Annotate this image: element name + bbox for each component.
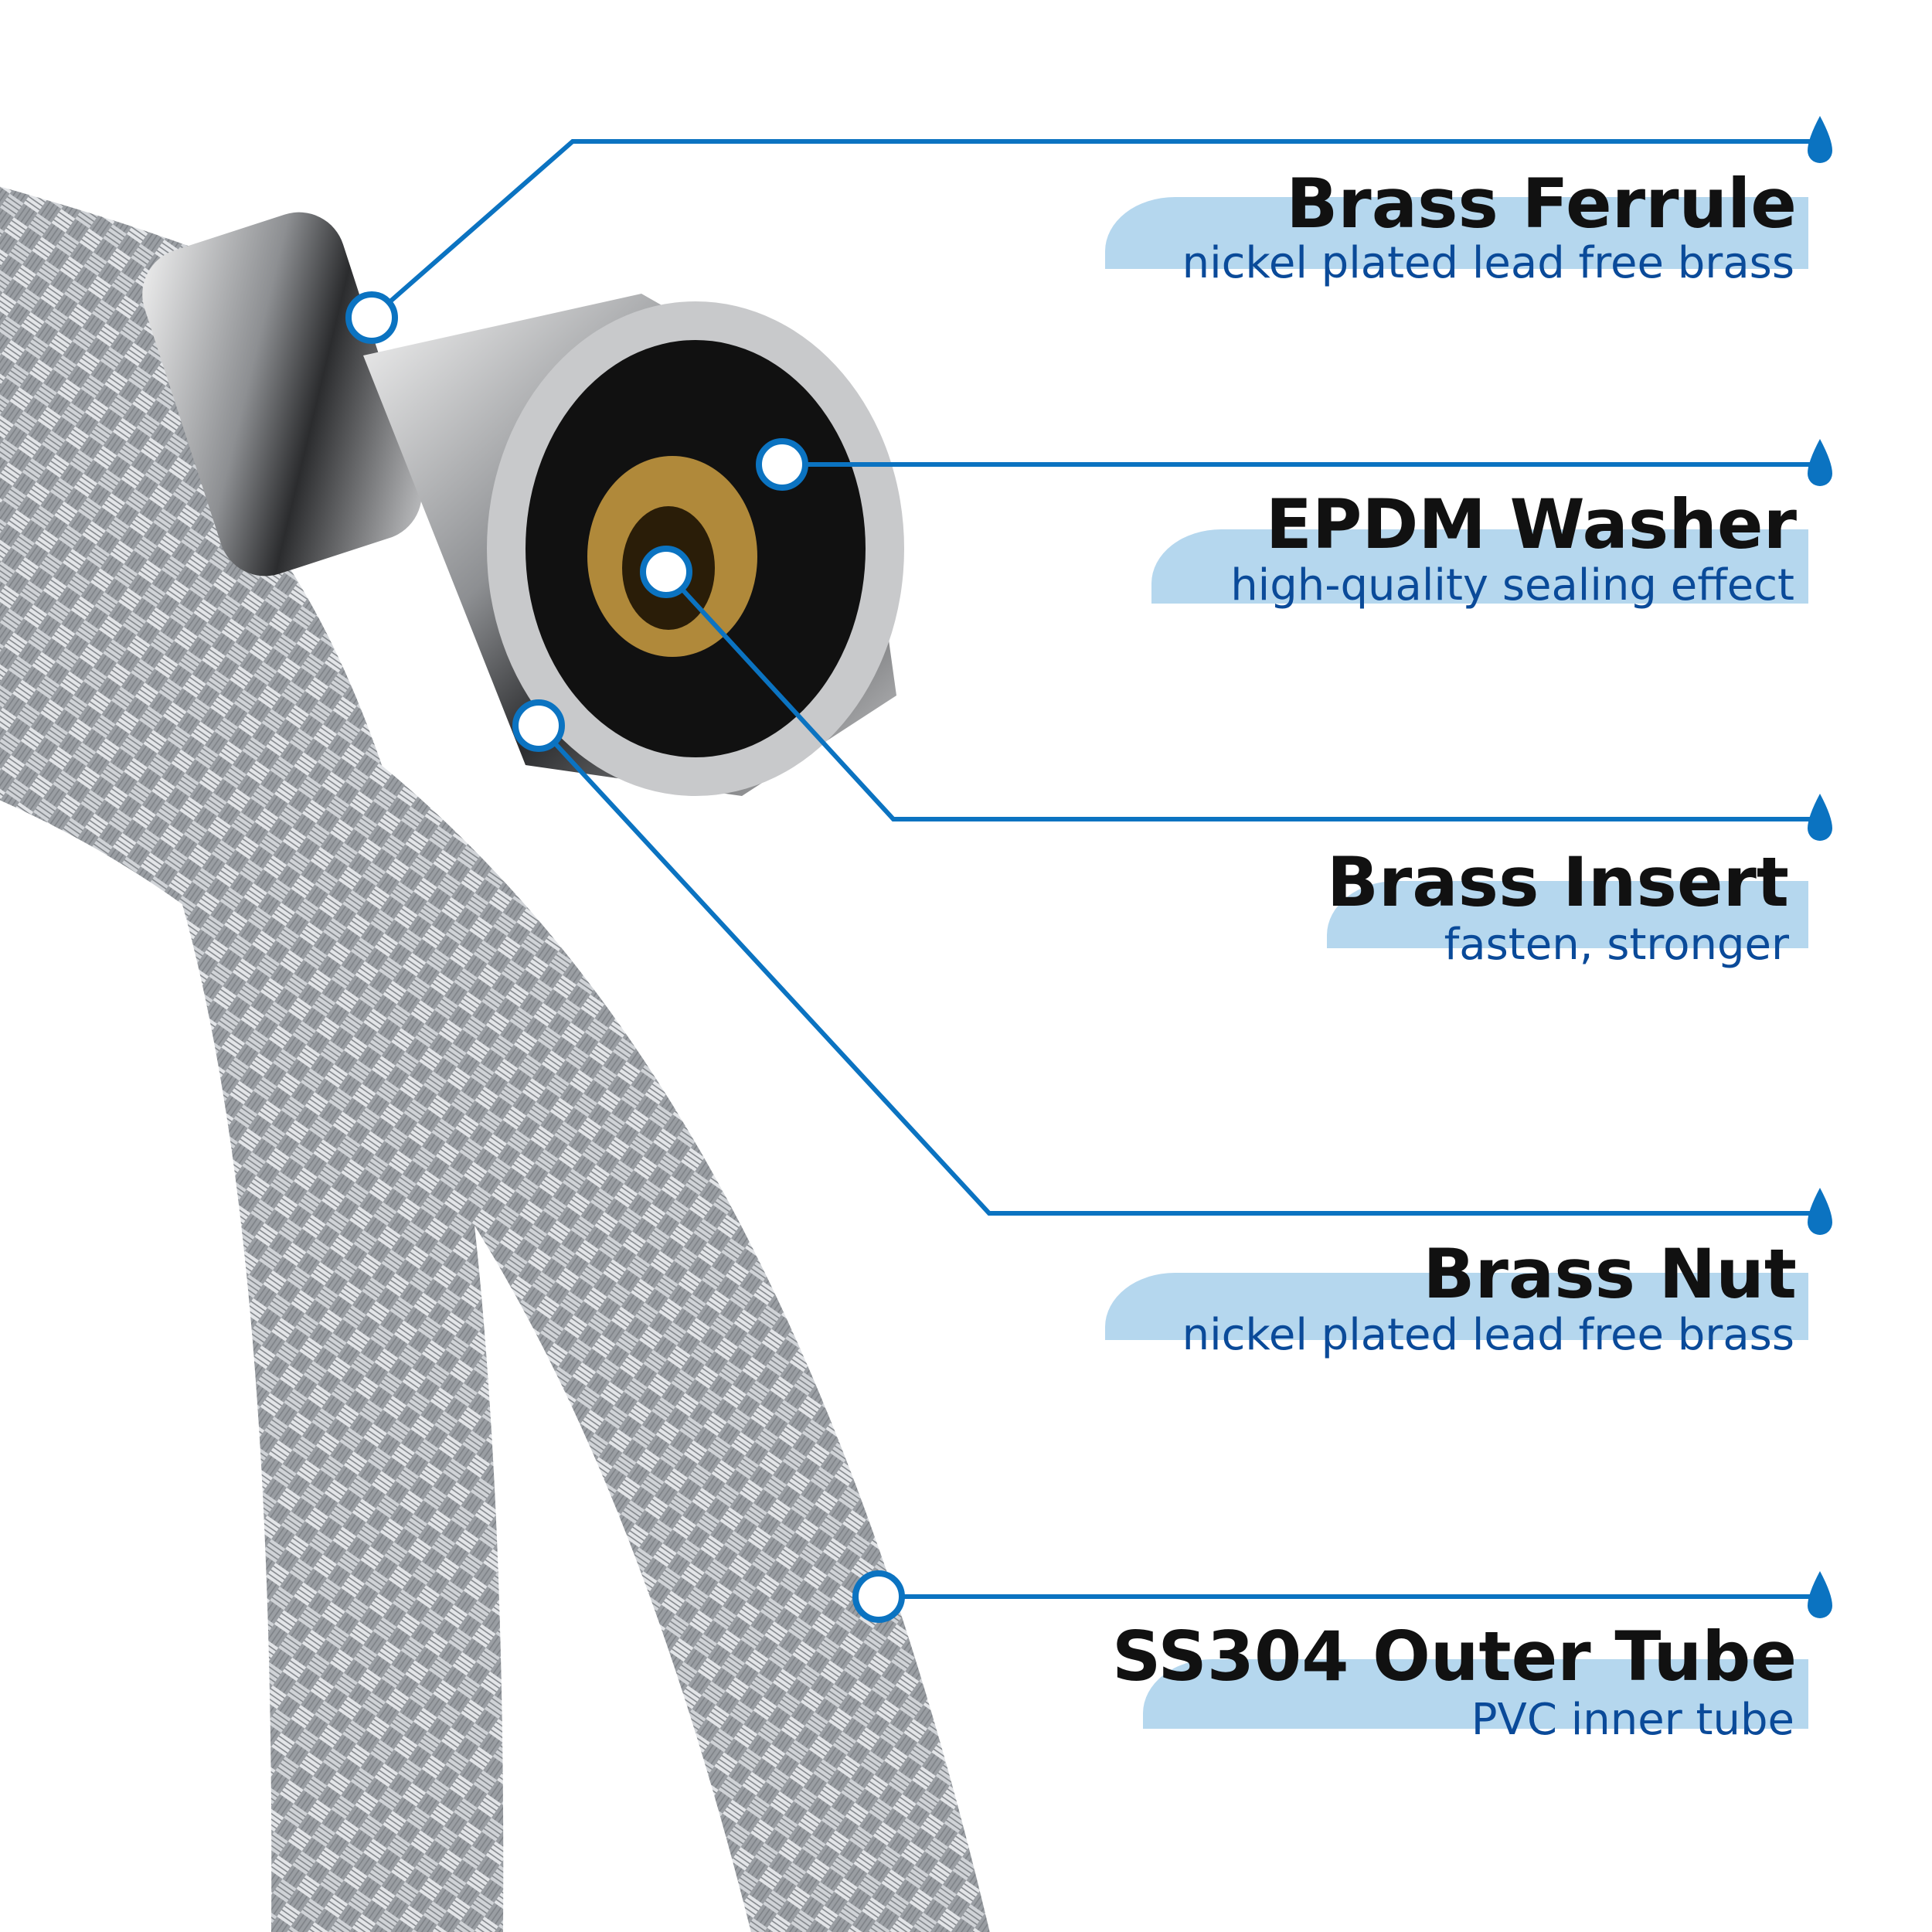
- label-band: [1151, 529, 1808, 604]
- callout-subtitle-brass-ferrule: nickel plated lead free brass: [1182, 238, 1794, 288]
- label-band: [1143, 1659, 1808, 1729]
- callout-subtitle-epdm-washer: high-quality sealing effect: [1230, 560, 1794, 611]
- fitting: [142, 212, 904, 796]
- label-band: [1105, 197, 1808, 269]
- callout-subtitle-brass-nut: nickel plated lead free brass: [1182, 1310, 1794, 1360]
- callout-title-ss304-outer-tube: SS304 Outer Tube: [1111, 1617, 1797, 1696]
- callout-dots: [345, 291, 905, 1623]
- callout-title-brass-ferrule: Brass Ferrule: [1286, 164, 1797, 243]
- water-drop-icons: [1808, 116, 1832, 1618]
- callout-subtitle-brass-insert: fasten, stronger: [1444, 920, 1789, 970]
- callout-title-brass-nut: Brass Nut: [1423, 1234, 1797, 1314]
- callout-title-epdm-washer: EPDM Washer: [1265, 485, 1797, 564]
- callout-subtitle-ss304-outer-tube: PVC inner tube: [1471, 1695, 1794, 1745]
- callout-title-brass-insert: Brass Insert: [1326, 842, 1789, 922]
- label-band: [1327, 881, 1808, 948]
- label-band: [1105, 1273, 1808, 1340]
- callout-lines: [370, 139, 1817, 1599]
